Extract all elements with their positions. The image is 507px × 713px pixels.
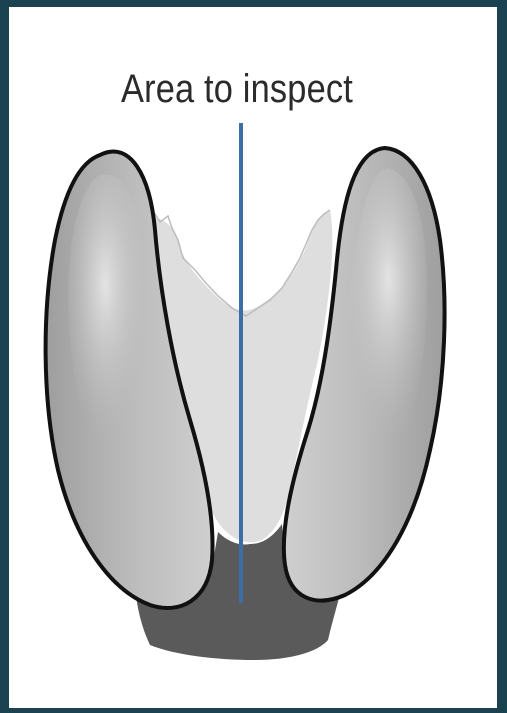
thyroid-gland-icon [0, 0, 507, 713]
